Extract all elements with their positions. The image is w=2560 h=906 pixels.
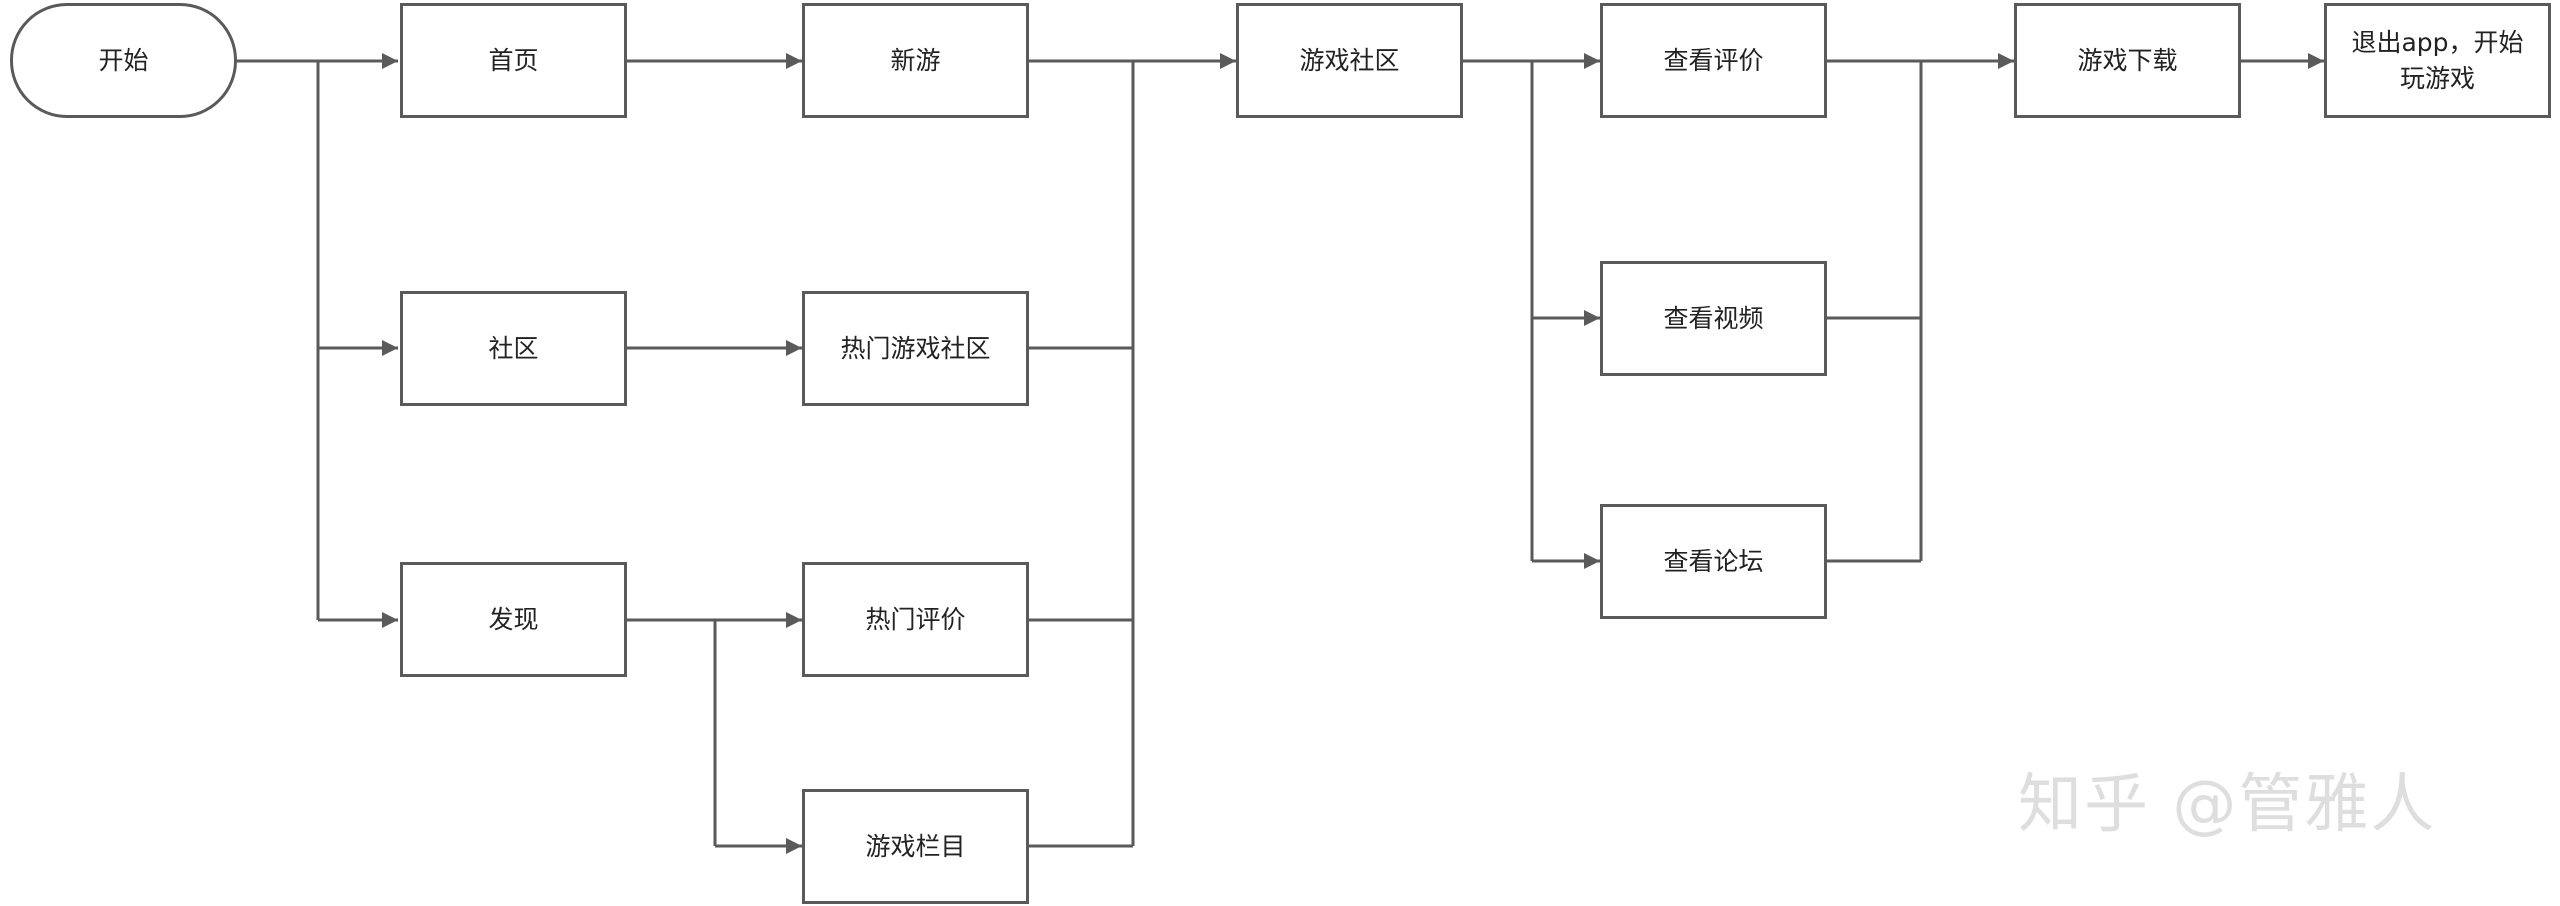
new-games-node: 新游 — [802, 3, 1029, 118]
game-columns-label: 游戏栏目 — [865, 831, 966, 861]
home-label: 首页 — [488, 45, 539, 75]
hot-game-community-label: 热门游戏社区 — [840, 333, 991, 363]
connector-discover-trunk — [627, 618, 717, 846]
community-node: 社区 — [400, 291, 627, 406]
connector-community-trunk — [1463, 59, 1534, 561]
game-community-node: 游戏社区 — [1236, 3, 1463, 118]
game-download-label: 游戏下载 — [2077, 45, 2178, 75]
watermark-text: 知乎 @管雅人 — [2018, 768, 2437, 842]
community-label: 社区 — [488, 333, 539, 363]
view-videos-label: 查看视频 — [1663, 303, 1764, 333]
game-download-node: 游戏下载 — [2014, 3, 2241, 118]
game-columns-node: 游戏栏目 — [802, 789, 1029, 904]
view-forum-node: 查看论坛 — [1600, 504, 1827, 619]
discover-label: 发现 — [488, 604, 539, 634]
view-reviews-node: 查看评价 — [1600, 3, 1827, 118]
view-videos-node: 查看视频 — [1600, 261, 1827, 376]
hot-game-community-node: 热门游戏社区 — [802, 291, 1029, 406]
start-node: 开始 — [10, 3, 237, 118]
exit-app-label: 退出app，开始玩游戏 — [2351, 27, 2524, 93]
connector-start-trunk — [237, 59, 320, 620]
hot-reviews-node: 热门评价 — [802, 562, 1029, 677]
start-label: 开始 — [98, 45, 149, 75]
view-reviews-label: 查看评价 — [1663, 45, 1764, 75]
hot-reviews-label: 热门评价 — [865, 604, 966, 634]
home-node: 首页 — [400, 3, 627, 118]
view-forum-label: 查看论坛 — [1663, 546, 1764, 576]
game-community-label: 游戏社区 — [1299, 45, 1400, 75]
new-games-label: 新游 — [890, 45, 941, 75]
exit-app-node: 退出app，开始玩游戏 — [2324, 3, 2551, 118]
discover-node: 发现 — [400, 562, 627, 677]
